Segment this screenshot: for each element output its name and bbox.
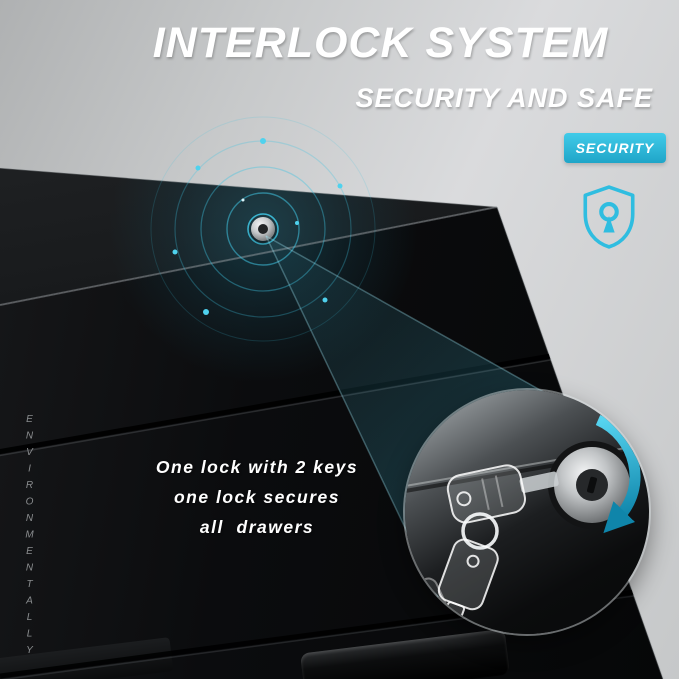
- page-title: INTERLOCK SYSTEM: [152, 19, 609, 67]
- vertical-watermark: ENVIRONMENTALLY: [24, 414, 35, 662]
- page-subtitle: SECURITY AND SAFE: [355, 83, 653, 113]
- hanging-key: [437, 538, 499, 634]
- lock-callout-text: One lock with 2 keys one lock secures al…: [90, 452, 424, 542]
- callout-line-3: all drawers: [199, 517, 315, 537]
- security-badge: SECURITY: [564, 133, 666, 163]
- shield-keyhole-icon: [583, 185, 635, 249]
- magnified-lock-cylinder: [548, 441, 636, 529]
- key-ring: [461, 512, 499, 550]
- keyhole-lock-icon: [251, 217, 275, 241]
- security-badge-label: SECURITY: [575, 140, 655, 156]
- zoom-circle: [405, 390, 649, 634]
- zoom-circle-content: [405, 414, 649, 634]
- callout-line-2: one lock secures: [173, 487, 341, 507]
- callout-line-1: One lock with 2 keys: [155, 457, 359, 477]
- lock-core: [258, 224, 268, 234]
- rotate-clockwise-arrow-icon: [595, 414, 641, 534]
